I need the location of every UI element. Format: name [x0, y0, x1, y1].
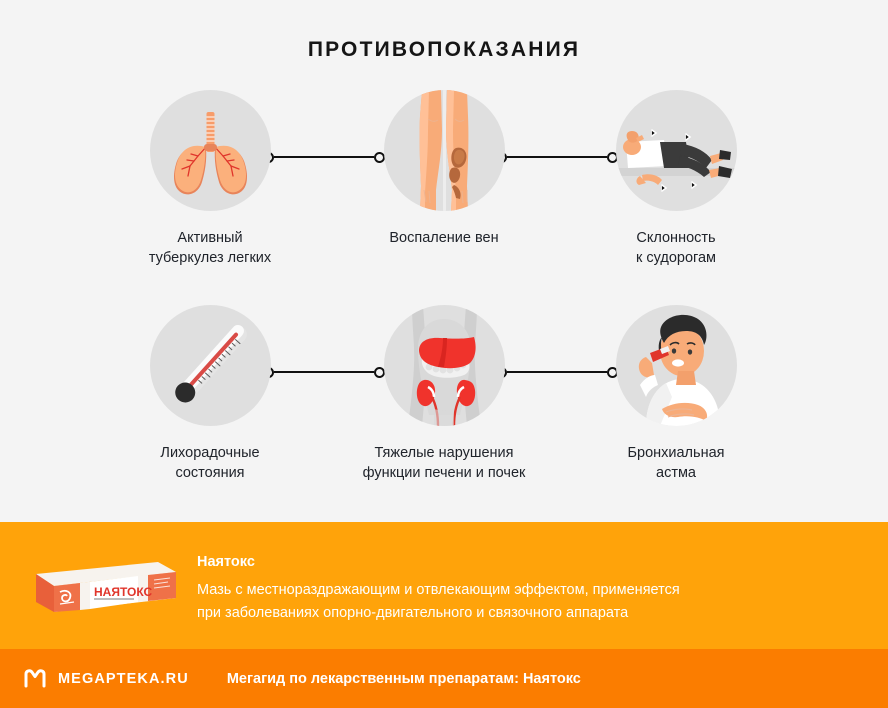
- footer-tagline: Мегагид по лекарственным препаратам: Ная…: [226, 670, 581, 687]
- item-label: Склонность к судорогам: [635, 230, 717, 266]
- product-description: Мазь с местнораздражающим и отвлекающим …: [197, 582, 680, 621]
- contraindication-item-liver-kidneys: Тяжелые нарушения функции печени и почек: [326, 305, 562, 483]
- item-label: Бронхиальная астма: [627, 445, 725, 481]
- contraindication-item-fever: Лихорадочные состояния: [92, 305, 328, 483]
- asthma-inhaler-icon: [638, 314, 720, 426]
- contraindications-grid: Активный туберкулез легких: [0, 90, 888, 520]
- item-label: Воспаление вен: [389, 230, 499, 246]
- item-label: Тяжелые нарушения функции печени и почек: [362, 445, 526, 481]
- product-name: Наятокс: [197, 554, 255, 570]
- connector-line: [507, 371, 607, 373]
- varicose-legs-icon: [419, 90, 468, 211]
- connector-line: [274, 371, 374, 373]
- footer-bar: MEGAPTEKA.RU Мегагид по лекарственным пр…: [0, 649, 888, 708]
- item-label: Лихорадочные состояния: [160, 445, 260, 481]
- thermometer-icon: [174, 324, 247, 403]
- lungs-icon: [173, 112, 247, 195]
- product-box-illustration: НАЯТОКС: [36, 562, 176, 612]
- icon-circle: [615, 305, 737, 426]
- convulsions-person-icon: [615, 129, 737, 192]
- connector-line: [507, 156, 607, 158]
- icon-circle: [383, 305, 505, 426]
- nayatox-box-icon: НАЯТОКС: [18, 556, 180, 618]
- contraindication-item-phlebitis: Воспаление вен: [326, 90, 562, 248]
- svg-text:НАЯТОКС: НАЯТОКС: [94, 585, 152, 599]
- icon-circle: [149, 305, 271, 426]
- icon-circle: [149, 90, 271, 211]
- product-banner: НАЯТОКС Наятокс Мазь с местнораздражающи…: [0, 522, 888, 649]
- contraindication-item-tuberculosis: Активный туберкулез легких: [92, 90, 328, 268]
- contraindication-item-convulsions: Склонность к судорогам: [558, 90, 794, 268]
- page-title: ПРОТИВОПОКАЗАНИЯ: [307, 38, 581, 61]
- footer-logo-text[interactable]: MEGAPTEKA.RU: [58, 670, 189, 687]
- grid-row-2: Лихорадочные состояния: [0, 305, 888, 520]
- icon-circle: [615, 90, 737, 211]
- liver-kidneys-icon: [407, 305, 481, 426]
- icon-circle: [383, 90, 505, 211]
- connector-line: [274, 156, 374, 158]
- contraindication-item-asthma: Бронхиальная астма: [558, 305, 794, 483]
- banner-text-block: Наятокс Мазь с местнораздражающим и отвл…: [197, 554, 828, 625]
- grid-row-1: Активный туберкулез легких: [0, 90, 888, 305]
- item-label: Активный туберкулез легких: [148, 230, 272, 266]
- megapteka-m-logo-icon[interactable]: [22, 666, 48, 692]
